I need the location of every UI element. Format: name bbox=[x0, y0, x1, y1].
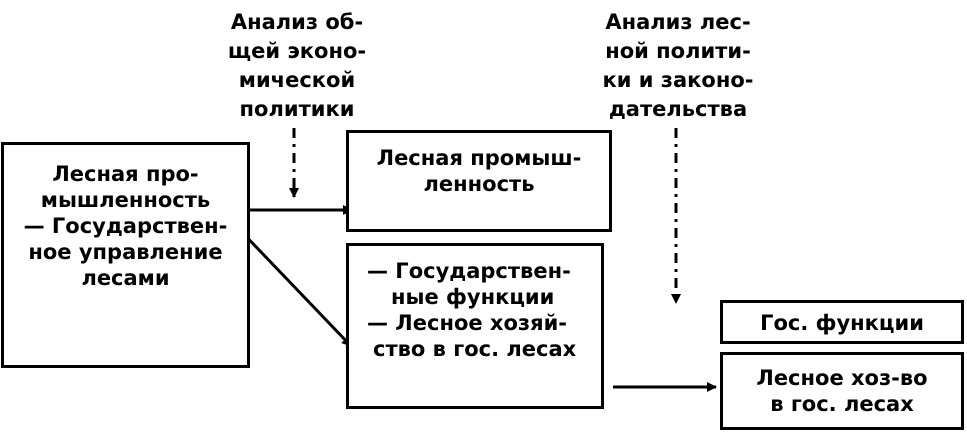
note-line: Анализ лес- bbox=[605, 10, 751, 34]
box-line: Лесная про- bbox=[52, 162, 199, 186]
box-line: в гос. лесах bbox=[770, 392, 914, 416]
box-line: мышленность bbox=[40, 188, 211, 212]
note-line: мической bbox=[238, 68, 356, 92]
state-functions-box: — Государствен- ные функции — Лесное хоз… bbox=[346, 243, 604, 409]
box-line: ные функции bbox=[391, 285, 555, 309]
gov-functions-box: Гос. функции bbox=[720, 300, 964, 344]
note-line: Анализ об- bbox=[230, 10, 364, 34]
economic-policy-note: Анализ об- щей эконо- мической политики bbox=[222, 8, 372, 124]
forest-policy-note: Анализ лес- ной полити- ки и законо- дат… bbox=[598, 8, 758, 124]
note-line: политики bbox=[239, 97, 355, 121]
box-line: лесами bbox=[81, 266, 170, 290]
box-line: Лесная промыш- bbox=[376, 146, 582, 170]
note-line: дательства bbox=[608, 97, 748, 121]
box-line: — Государствен- bbox=[367, 259, 571, 283]
box-line: Лесное хоз-во bbox=[756, 366, 928, 390]
note-line: щей эконо- bbox=[227, 39, 367, 63]
box-line: Гос. функции bbox=[760, 311, 924, 335]
forest-industry-box: Лесная промыш- ленность bbox=[346, 130, 612, 232]
box-line: ство в гос. лесах bbox=[373, 337, 577, 361]
box-line: ное управление bbox=[28, 240, 223, 264]
source-box: Лесная про- мышленность — Государствен- … bbox=[1, 142, 250, 368]
state-forestry-box: Лесное хоз-во в гос. лесах bbox=[720, 352, 964, 430]
arrow-to-state-functions bbox=[236, 226, 353, 348]
note-line: ки и законо- bbox=[602, 68, 754, 92]
box-line: — Лесное хозяй- bbox=[367, 311, 568, 335]
box-line: — Государствен- bbox=[23, 214, 228, 238]
box-line: ленность bbox=[423, 172, 535, 196]
note-line: ной полити- bbox=[605, 39, 751, 63]
